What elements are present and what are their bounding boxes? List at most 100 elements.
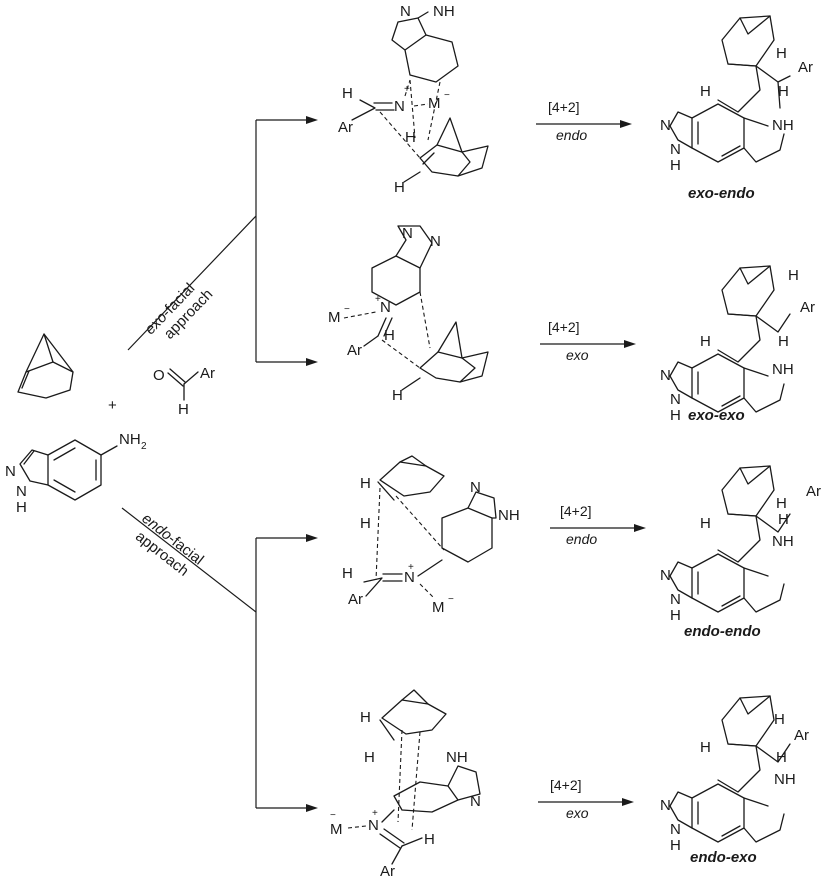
svg-text:+: + [372, 808, 378, 819]
svg-text:N: N [430, 233, 441, 250]
product-endo-endo: H Ar H NH H N N H endo-endo [660, 465, 821, 640]
svg-text:N: N [400, 3, 411, 20]
svg-text:Ar: Ar [347, 342, 362, 359]
svg-text:H: H [700, 333, 711, 350]
norbornene-reactant [17, 333, 74, 399]
svg-text:N: N [470, 479, 481, 496]
svg-text:NH: NH [774, 771, 796, 788]
svg-text:NH: NH [433, 3, 455, 20]
svg-text:N: N [670, 391, 681, 408]
svg-text:[4+2]: [4+2] [560, 503, 592, 519]
svg-text:H: H [788, 267, 799, 284]
svg-text:N: N [470, 793, 481, 810]
svg-text:endo: endo [556, 127, 587, 143]
aldehyde-reactant: O Ar H [153, 365, 215, 418]
svg-text:H: H [364, 749, 375, 766]
svg-text:endo: endo [566, 531, 597, 547]
svg-text:M: M [428, 95, 441, 112]
svg-text:Ar: Ar [800, 299, 815, 316]
svg-text:+: + [375, 294, 381, 305]
svg-text:Ar: Ar [380, 863, 395, 878]
svg-text:H: H [778, 83, 789, 100]
svg-text:Ar: Ar [200, 365, 215, 382]
svg-text:−: − [344, 304, 350, 315]
transition-state-endo-endo: H H N NH H Ar N + M − [342, 455, 520, 616]
endo-approach-label: endo-facial approach [132, 510, 207, 580]
row-arrow-3: [4+2] endo [550, 503, 646, 547]
svg-text:NH: NH [772, 361, 794, 378]
svg-text:N: N [380, 299, 391, 316]
svg-text:exo-endo: exo-endo [688, 185, 755, 202]
svg-text:H: H [360, 475, 371, 492]
svg-text:exo: exo [566, 347, 589, 363]
svg-text:O: O [153, 367, 165, 384]
row-arrow-2: [4+2] exo [540, 319, 636, 363]
svg-text:H: H [776, 749, 787, 766]
svg-text:H: H [360, 515, 371, 532]
svg-text:N: N [660, 567, 671, 584]
svg-text:+: + [404, 84, 410, 95]
branch-lines [121, 116, 318, 812]
svg-text:endo-endo: endo-endo [684, 623, 761, 640]
svg-text:Ar: Ar [806, 483, 821, 500]
svg-text:−: − [330, 810, 336, 821]
svg-text:exo: exo [566, 805, 589, 821]
row-arrow-4: [4+2] exo [538, 777, 634, 821]
svg-text:2: 2 [141, 441, 147, 452]
svg-text:NH: NH [772, 117, 794, 134]
svg-text:NH: NH [772, 533, 794, 550]
svg-text:H: H [670, 607, 681, 624]
svg-text:[4+2]: [4+2] [550, 777, 582, 793]
svg-text:H: H [342, 85, 353, 102]
svg-text:N: N [670, 141, 681, 158]
svg-text:H: H [700, 739, 711, 756]
transition-state-exo-exo: N N N + M − H Ar H [328, 225, 489, 404]
svg-text:H: H [360, 709, 371, 726]
svg-text:[4+2]: [4+2] [548, 319, 580, 335]
svg-text:[4+2]: [4+2] [548, 99, 580, 115]
svg-text:H: H [394, 179, 405, 196]
svg-text:H: H [670, 157, 681, 174]
svg-text:−: − [444, 90, 450, 101]
svg-text:H: H [774, 711, 785, 728]
svg-text:H: H [342, 565, 353, 582]
svg-text:N: N [16, 483, 27, 500]
svg-text:H: H [178, 401, 189, 418]
svg-text:M: M [330, 821, 343, 838]
svg-text:M: M [432, 599, 445, 616]
svg-text:H: H [700, 83, 711, 100]
svg-text:N: N [394, 98, 405, 115]
svg-text:H: H [16, 499, 27, 516]
svg-text:N: N [660, 367, 671, 384]
svg-text:Ar: Ar [348, 591, 363, 608]
svg-text:−: − [448, 594, 454, 605]
svg-text:endo-exo: endo-exo [690, 849, 757, 866]
svg-text:+: + [408, 562, 414, 573]
svg-text:N: N [404, 569, 415, 586]
transition-state-endo-exo: H H NH N M − N + H Ar [330, 689, 481, 880]
product-endo-exo: H Ar H NH H N N H endo-exo [660, 695, 809, 866]
svg-text:exo-exo: exo-exo [688, 407, 745, 424]
svg-text:N: N [670, 591, 681, 608]
svg-text:NH: NH [446, 749, 468, 766]
product-exo-exo: H Ar H NH H N N H exo-exo [660, 265, 815, 424]
svg-text:Ar: Ar [794, 727, 809, 744]
exo-approach-label: exo-facial approach [141, 280, 216, 343]
product-exo-endo: H Ar H NH H N N H exo-endo [660, 15, 813, 202]
svg-text:N: N [5, 463, 16, 480]
svg-text:Ar: Ar [338, 119, 353, 136]
svg-text:H: H [424, 831, 435, 848]
svg-text:H: H [776, 495, 787, 512]
svg-text:H: H [392, 387, 403, 404]
svg-text:N: N [402, 225, 413, 242]
svg-text:H: H [384, 327, 395, 344]
transition-state-exo-endo: N NH H Ar N + M − H H [338, 3, 489, 196]
svg-text:NH: NH [498, 507, 520, 524]
svg-text:N: N [368, 817, 379, 834]
svg-text:H: H [670, 407, 681, 424]
svg-text:H: H [778, 333, 789, 350]
svg-text:H: H [670, 837, 681, 854]
svg-text:N: N [660, 797, 671, 814]
svg-text:Ar: Ar [798, 59, 813, 76]
